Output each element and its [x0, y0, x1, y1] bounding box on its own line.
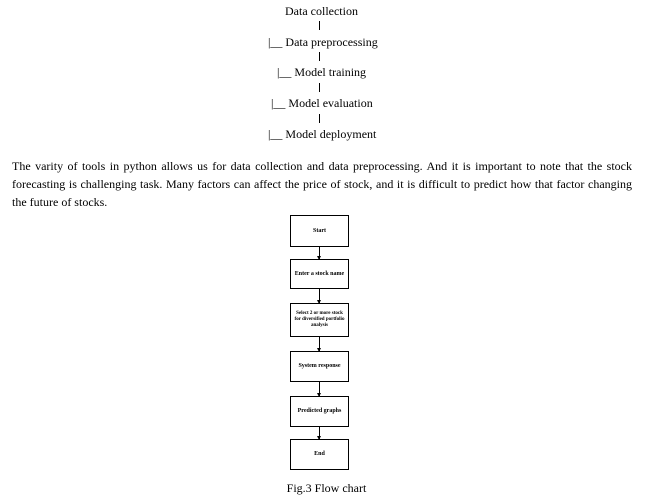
tree-root: Data collection — [285, 4, 358, 18]
flowchart-step-predicted-graphs: Predicted graphs — [290, 396, 349, 427]
tree-connector — [319, 52, 320, 61]
tree-connector — [319, 114, 320, 123]
tree-item-model-evaluation: |__ Model evaluation — [271, 96, 373, 110]
flowchart-step-select-stocks: Select 2 or more stock for diversified p… — [290, 303, 349, 337]
flowchart-arrow — [317, 247, 321, 260]
flowchart-step-enter-stock: Enter a stock name — [290, 259, 349, 289]
flowchart-arrow — [317, 337, 321, 352]
tree-item-data-preprocessing: |__ Data preprocessing — [268, 35, 378, 49]
flowchart-step-end: End — [290, 439, 349, 470]
flowchart-step-system-response: System response — [290, 351, 349, 382]
flowchart-arrow — [317, 427, 321, 440]
flowchart-arrow — [317, 289, 321, 304]
tree-connector — [319, 21, 320, 30]
flowchart-arrow — [317, 382, 321, 397]
tree-item-model-deployment: |__ Model deployment — [268, 127, 377, 141]
tree-connector — [319, 83, 320, 92]
figure-caption: Fig.3 Flow chart — [286, 481, 367, 495]
flowchart-step-start: Start — [290, 215, 349, 247]
body-paragraph: The varity of tools in python allows us … — [12, 159, 632, 209]
tree-item-model-training: |__ Model training — [277, 65, 367, 79]
